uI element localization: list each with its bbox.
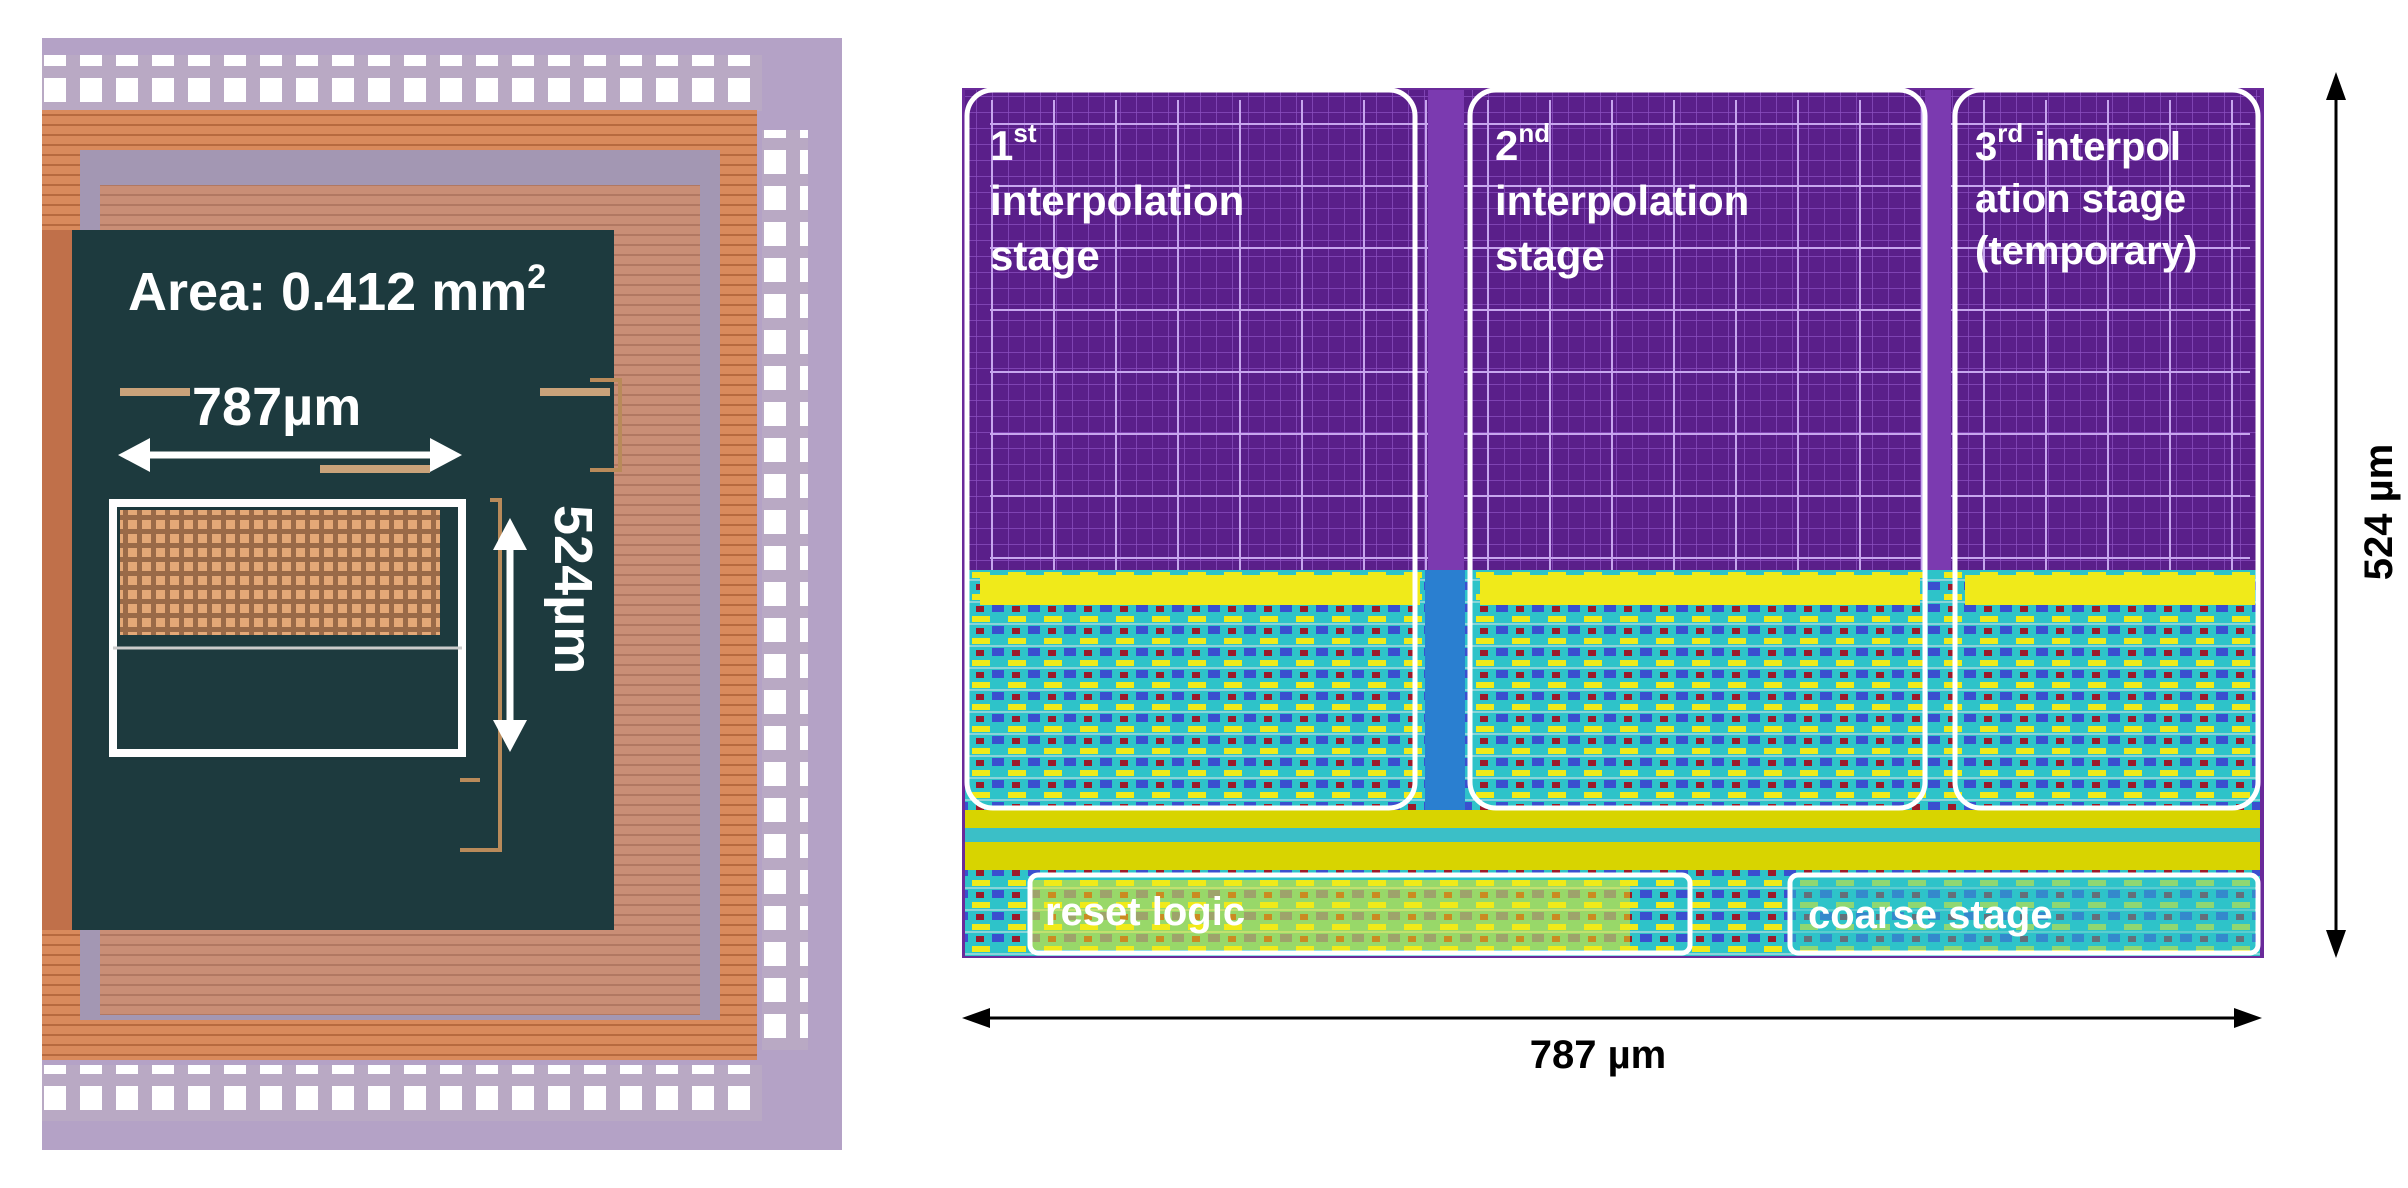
die-width-arrow bbox=[118, 438, 462, 472]
die-height-label: 524µm bbox=[543, 505, 603, 674]
coarse-region-fill bbox=[1790, 880, 2255, 950]
coarse-outline bbox=[1787, 872, 2261, 956]
stage1-label-line1: 1st bbox=[990, 118, 1037, 169]
stage3-outline bbox=[1952, 87, 2261, 811]
core-pins-1 bbox=[120, 388, 190, 396]
stage2-outline bbox=[1467, 87, 1928, 811]
reset-logic-label: reset logic bbox=[1045, 890, 1245, 934]
height-dimension bbox=[2326, 72, 2346, 958]
coarse-stage-label: coarse stage bbox=[1808, 893, 2053, 937]
stage2-label-line2: interpolation bbox=[1495, 177, 1749, 224]
core-array bbox=[120, 510, 440, 635]
routing-traces bbox=[460, 378, 622, 852]
bond-pads-right bbox=[762, 130, 808, 1050]
logic-rail-2 bbox=[1480, 575, 1920, 605]
reset-outline bbox=[1027, 872, 1693, 956]
stage3-label-line1: 3rd interpol bbox=[1975, 118, 2181, 169]
bus-line bbox=[965, 828, 2260, 842]
area-label: Area: 0.412 mm2 bbox=[128, 258, 546, 322]
core-pins-3 bbox=[540, 388, 610, 396]
width-dimension bbox=[962, 1008, 2262, 1028]
logic-rail-3 bbox=[1965, 575, 2255, 605]
die-photo: Area: 0.412 mm2 787µm 524µm bbox=[42, 38, 842, 1150]
logic-region bbox=[965, 570, 2260, 810]
bond-pads-top bbox=[42, 55, 762, 111]
stage1-label-line3: stage bbox=[990, 232, 1100, 279]
stage3-label-line3: (temporary) bbox=[1975, 229, 2197, 273]
reset-region-fill bbox=[1030, 880, 1630, 950]
stage3-label-line2: ation stage bbox=[1975, 177, 2186, 221]
height-dimension-label: 524 µm bbox=[2357, 444, 2401, 580]
core-pins-2 bbox=[320, 465, 430, 473]
die-height-arrow bbox=[493, 518, 527, 752]
stage1-outline bbox=[964, 87, 1418, 811]
logic-rail-1 bbox=[980, 575, 1420, 605]
core-outline bbox=[109, 499, 466, 757]
die-width-label: 787µm bbox=[192, 377, 361, 437]
width-dimension-label: 787 µm bbox=[1530, 1033, 1666, 1077]
center-strip bbox=[1428, 90, 1464, 580]
left-orange-strip bbox=[42, 230, 72, 930]
right-strip bbox=[1925, 90, 1951, 580]
layout-view: 1st interpolation stage 2nd interpolatio… bbox=[962, 87, 2264, 958]
center-logic-column bbox=[1425, 570, 1465, 810]
interp-blocks bbox=[990, 100, 2250, 570]
stage1-label-line2: interpolation bbox=[990, 177, 1244, 224]
stage2-label-line3: stage bbox=[1495, 232, 1605, 279]
stage2-label-line1: 2nd bbox=[1495, 118, 1550, 169]
bond-pads-bottom bbox=[42, 1065, 762, 1121]
